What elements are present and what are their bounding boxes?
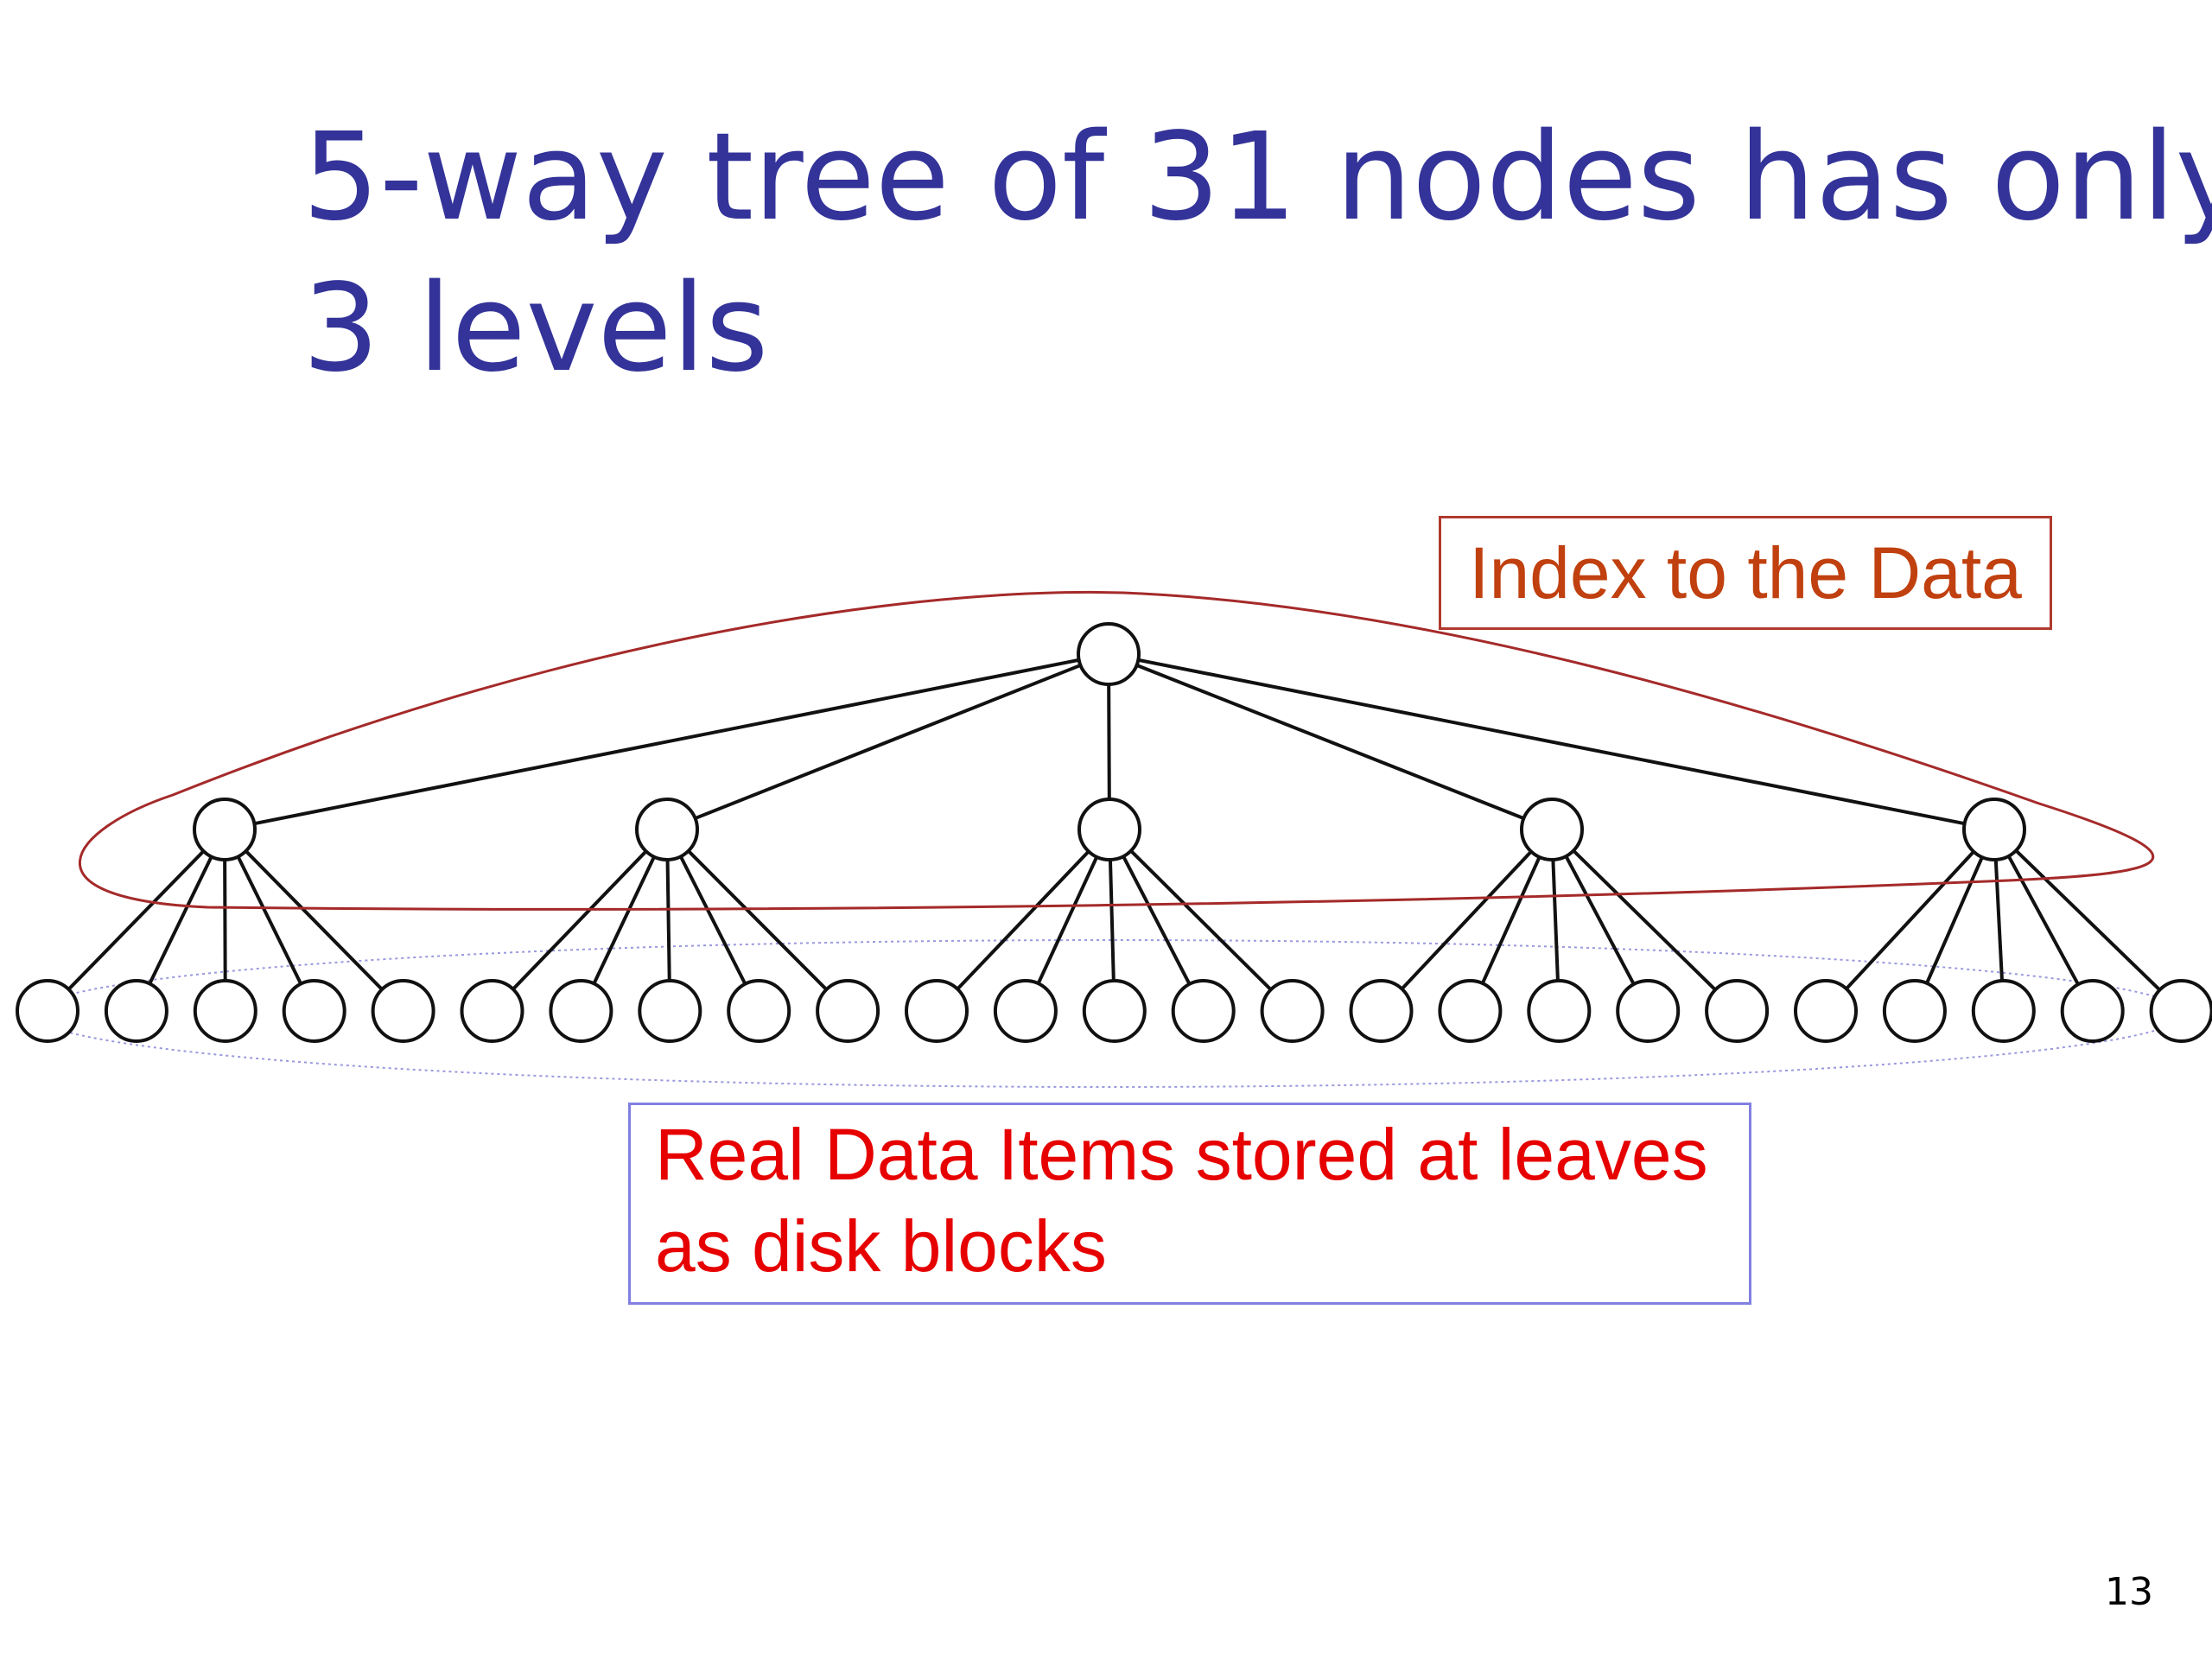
edge-child-4-to-leaf-16 (1401, 850, 1533, 990)
leaf-node-17 (1438, 979, 1503, 1043)
edge-child-4-to-leaf-20 (1572, 849, 1717, 991)
internal-node-5 (1962, 798, 2026, 861)
edge-child-2-to-leaf-10 (687, 849, 828, 991)
edge-child-5-to-leaf-21 (1845, 850, 1975, 990)
leaf-node-5 (371, 979, 435, 1043)
leaf-node-11 (905, 979, 969, 1043)
edge-child-2-to-leaf-7 (592, 855, 656, 985)
leaf-node-1 (16, 979, 79, 1043)
leaf-node-7 (549, 979, 613, 1043)
slide-title: 5-way tree of 31 nodes has only 3 levels (302, 102, 2212, 404)
leaf-node-14 (1171, 979, 1236, 1043)
edge-child-5-to-leaf-25 (2014, 849, 2161, 992)
edge-child-1-to-leaf-5 (245, 849, 384, 991)
edge-child-2-to-leaf-9 (679, 855, 747, 985)
tree-edges (67, 658, 2161, 992)
leaf-node-3 (193, 979, 257, 1043)
internal-node-2 (635, 798, 699, 861)
edge-child-3-to-leaf-13 (1108, 859, 1116, 982)
leaf-node-16 (1349, 979, 1414, 1043)
edge-root-to-child-2 (694, 664, 1082, 820)
title-line-2: 3 levels (302, 258, 769, 399)
internal-node-1 (193, 798, 257, 861)
edge-child-4-to-leaf-17 (1480, 856, 1541, 984)
edge-child-2-to-leaf-6 (512, 849, 648, 991)
leaf-node-20 (1705, 979, 1770, 1043)
leaf-node-24 (2060, 979, 2125, 1043)
index-label-box: Index to the Data (1439, 516, 2052, 630)
leaf-node-21 (1794, 979, 1858, 1043)
edge-child-5-to-leaf-23 (1993, 859, 2004, 982)
edge-root-to-child-5 (1137, 658, 1966, 826)
leaf-node-9 (727, 979, 791, 1043)
leaf-node-12 (993, 979, 1058, 1043)
index-group-outline (79, 590, 2155, 911)
edge-child-3-to-leaf-15 (1129, 849, 1273, 991)
edge-child-1-to-leaf-3 (223, 859, 227, 982)
leaf-node-13 (1082, 979, 1147, 1043)
edge-child-1-to-leaf-1 (67, 849, 205, 991)
leaf-node-18 (1527, 979, 1592, 1043)
internal-node-3 (1077, 798, 1141, 861)
leaves-label-box: Real Data Items stored at leaves as disk… (628, 1103, 1751, 1305)
edge-child-5-to-leaf-22 (1925, 856, 1984, 984)
leaf-node-4 (282, 979, 346, 1043)
tree-nodes (16, 622, 2212, 1043)
leaf-node-23 (1971, 979, 2036, 1043)
edge-child-3-to-leaf-12 (1036, 855, 1099, 985)
leaves-label-line-1: Real Data Items stored at leaves (655, 1114, 1708, 1195)
internal-node-4 (1520, 798, 1584, 861)
edge-child-4-to-leaf-19 (1564, 855, 1636, 986)
edge-child-3-to-leaf-11 (956, 849, 1090, 991)
leaf-node-25 (2149, 979, 2212, 1043)
leaf-node-10 (816, 979, 880, 1043)
slide-number: 13 (2105, 1570, 2153, 1614)
edge-child-1-to-leaf-2 (148, 855, 213, 985)
leaf-node-22 (1882, 979, 1947, 1043)
edge-root-to-child-1 (253, 658, 1080, 826)
leaf-node-8 (638, 979, 702, 1043)
leaf-node-19 (1616, 979, 1681, 1043)
edge-child-4-to-leaf-18 (1551, 859, 1560, 982)
edge-child-1-to-leaf-4 (236, 855, 302, 985)
leaf-node-6 (460, 979, 524, 1043)
title-line-1: 5-way tree of 31 nodes has only (302, 107, 2212, 248)
edge-child-2-to-leaf-8 (665, 859, 671, 982)
index-label: Index to the Data (1469, 532, 2022, 613)
edge-child-5-to-leaf-24 (2006, 855, 2080, 986)
edge-root-to-child-4 (1135, 664, 1525, 820)
leaf-node-2 (104, 979, 168, 1043)
edge-child-3-to-leaf-14 (1122, 855, 1192, 985)
leaf-node-15 (1260, 979, 1325, 1043)
leaves-label-line-2: as disk blocks (655, 1205, 1107, 1287)
root-node (1077, 622, 1141, 686)
